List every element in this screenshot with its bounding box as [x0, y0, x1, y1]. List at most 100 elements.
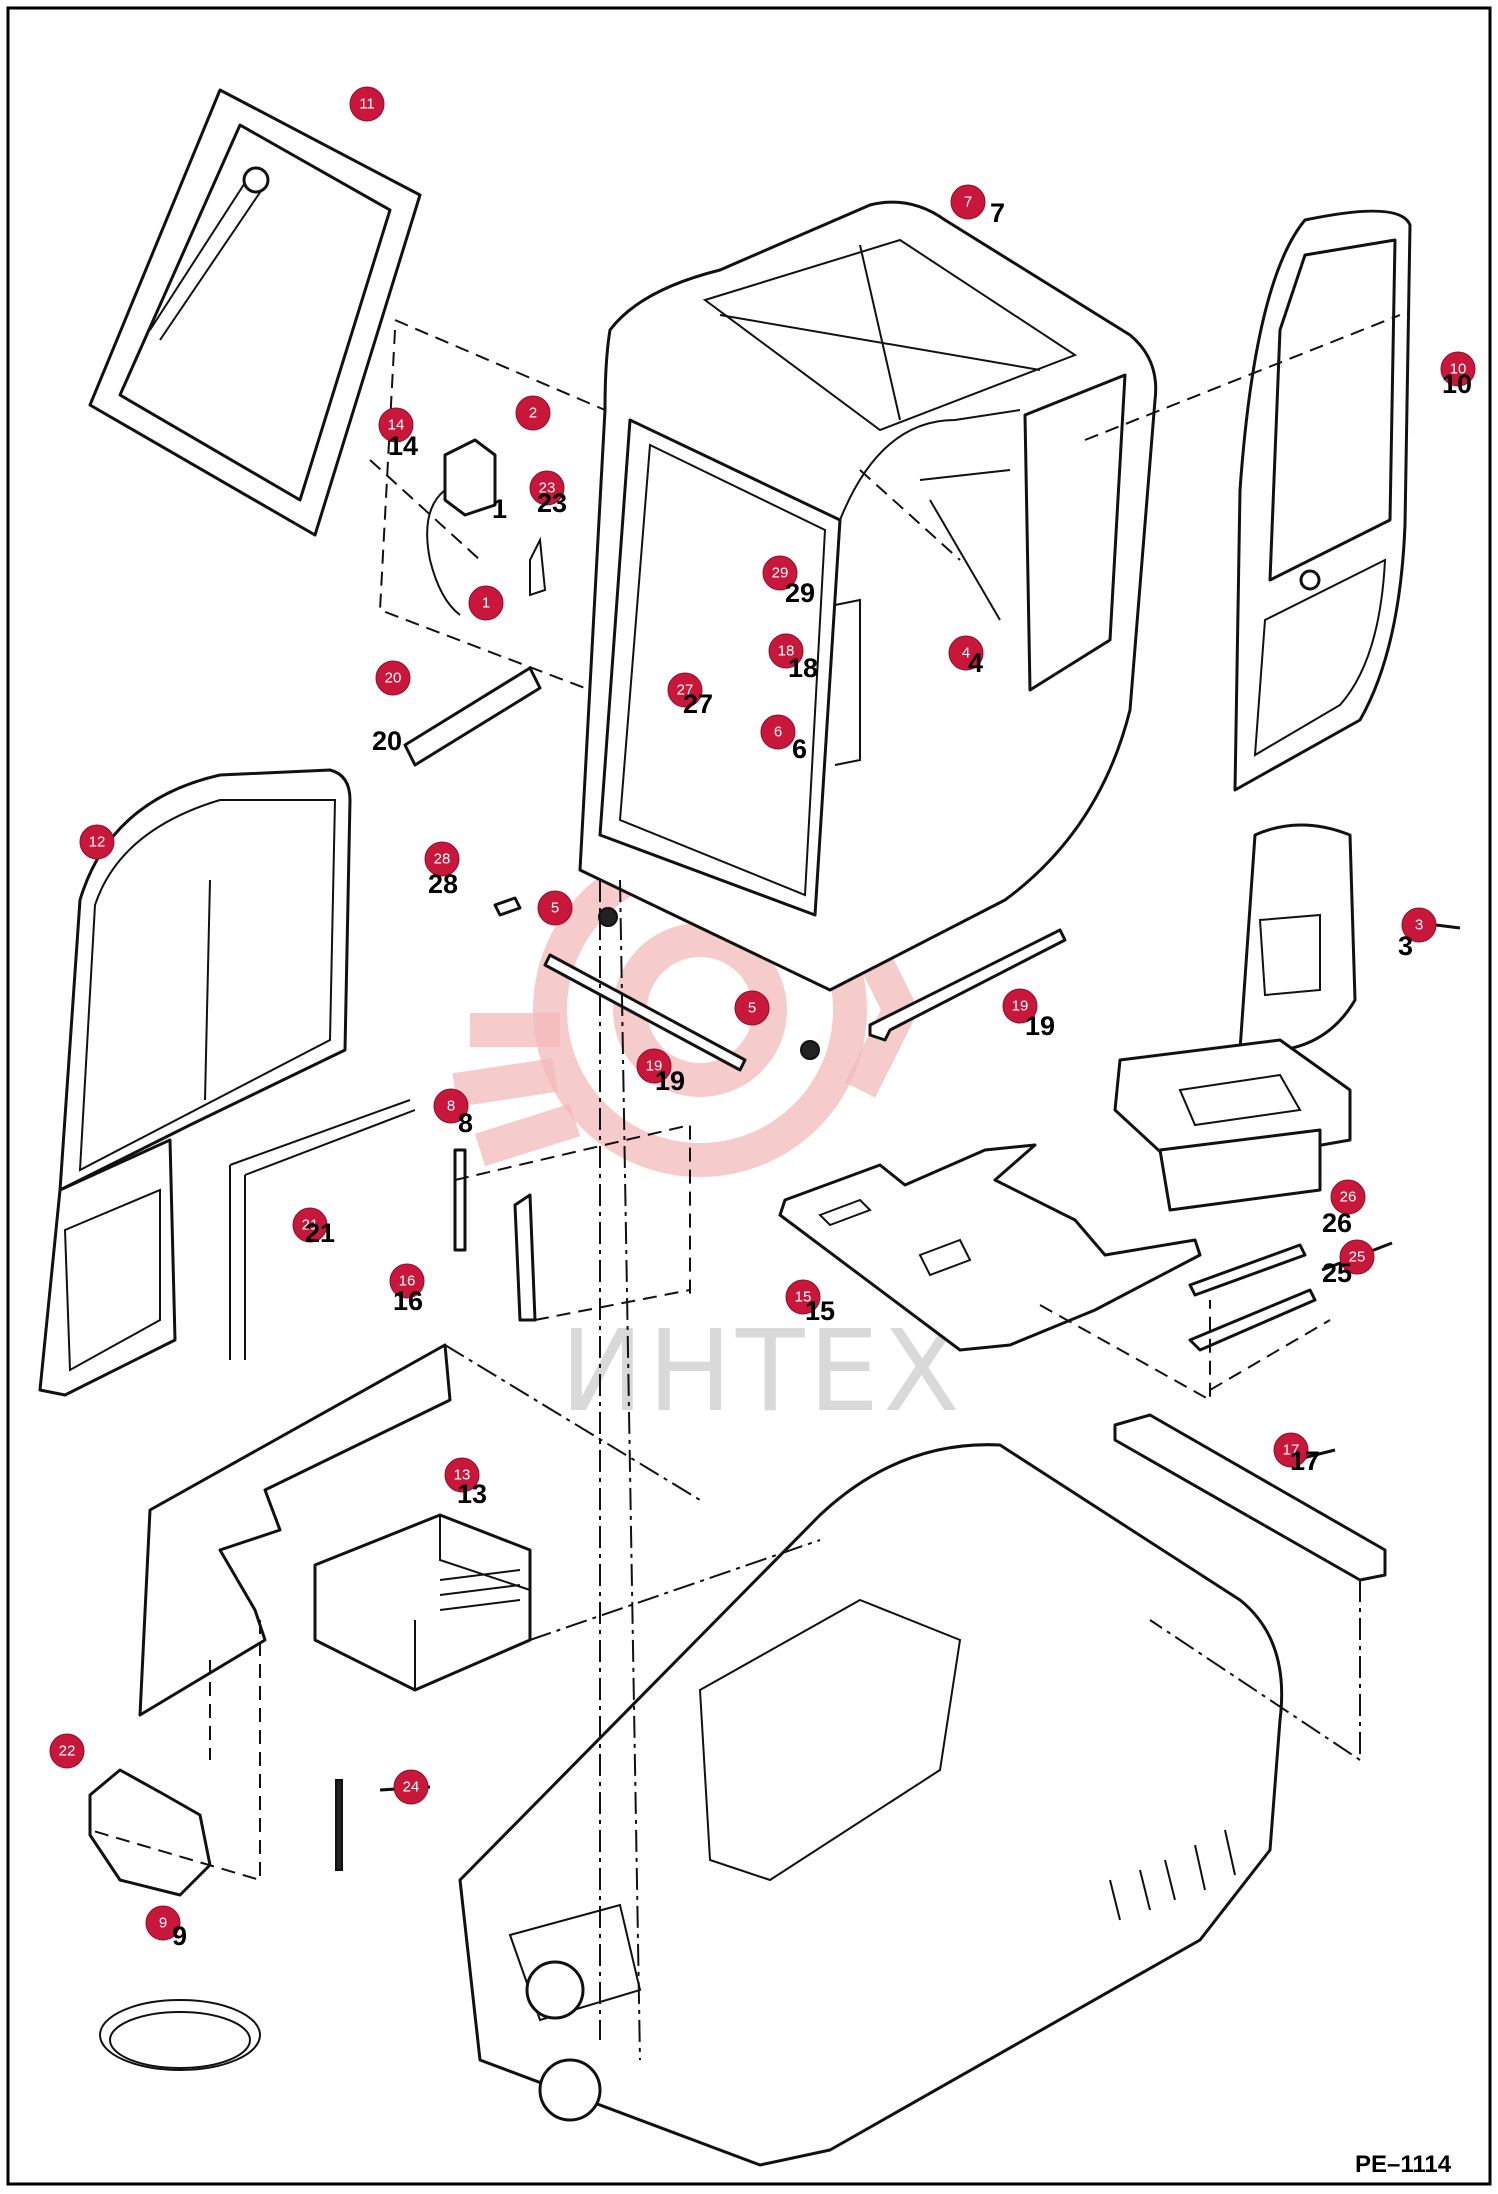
callout-label: 24 — [403, 1779, 420, 1796]
callout-marker — [433, 1088, 469, 1124]
callout-marker — [393, 1769, 429, 1805]
callout-label: 3 — [1415, 917, 1423, 934]
floor-mat — [778, 1143, 1202, 1352]
printed-number-16: 16 — [393, 1286, 423, 1316]
callout-3: 3 — [1401, 907, 1437, 943]
callout-12: 12 — [79, 824, 115, 860]
callout-label: 13 — [454, 1467, 471, 1484]
callout-label: 2 — [529, 405, 537, 422]
side-window — [38, 768, 352, 1397]
callout-25: 25 — [1339, 1239, 1375, 1275]
callout-marker — [785, 1279, 821, 1315]
callout-marker — [145, 1905, 181, 1941]
watermark-text: ИНТЕХ — [560, 1307, 964, 1437]
callout-label: 21 — [302, 1217, 319, 1234]
printed-number-3: 3 — [1398, 931, 1413, 961]
callout-label: 29 — [772, 565, 789, 582]
callout-marker — [375, 660, 411, 696]
callout-label: 6 — [774, 724, 782, 741]
callout-marker — [349, 86, 385, 122]
callout-label: 23 — [539, 480, 556, 497]
callout-5: 5 — [734, 990, 770, 1026]
callout-marker — [389, 1263, 425, 1299]
callout-marker — [667, 672, 703, 708]
vent-cover-22 — [88, 1768, 212, 1897]
callout-label: 22 — [59, 1743, 76, 1760]
callout-17: 17 — [1273, 1432, 1309, 1468]
printed-number-6: 6 — [792, 734, 807, 764]
callout-6: 6 — [760, 714, 796, 750]
callout-marker — [1330, 1179, 1366, 1215]
callout-19: 19 — [1002, 988, 1038, 1024]
callout-label: 27 — [677, 682, 694, 699]
seal-strip-19a — [543, 953, 747, 1072]
printed-number-29: 29 — [785, 578, 815, 608]
printed-number-13: 13 — [457, 1479, 487, 1509]
callout-15: 15 — [785, 1279, 821, 1315]
printed-number-19: 19 — [655, 1066, 685, 1096]
callout-marker — [734, 990, 770, 1026]
callout-13: 13 — [444, 1457, 480, 1493]
operator-seat — [1113, 823, 1357, 1212]
printed-number-18: 18 — [788, 653, 818, 683]
callout-label: 7 — [964, 194, 972, 211]
printed-number-19: 19 — [1025, 1011, 1055, 1041]
callout-29: 29 — [762, 555, 798, 591]
drawing-code: PE–1114 — [1355, 2151, 1452, 2178]
callout-label: 14 — [388, 417, 405, 434]
printed-number-8: 8 — [458, 1108, 473, 1138]
callout-label: 26 — [1340, 1189, 1357, 1206]
printed-number-4: 4 — [968, 648, 983, 678]
callout-label: 20 — [385, 670, 402, 687]
printed-number-15: 15 — [805, 1296, 835, 1326]
callout-marker — [760, 714, 796, 750]
callout-2: 2 — [515, 395, 551, 431]
callout-label: 19 — [1012, 998, 1029, 1015]
spacer-28 — [493, 896, 522, 917]
callout-4: 4 — [948, 635, 984, 671]
grommet-5a — [598, 907, 618, 927]
callout-label: 17 — [1283, 1442, 1300, 1459]
callout-marker — [950, 184, 986, 220]
callout-28: 28 — [424, 841, 460, 877]
callout-label: 5 — [748, 1000, 756, 1017]
switch-box — [426, 438, 547, 616]
printed-number-21: 21 — [305, 1218, 335, 1248]
hose-coil-9b — [109, 2011, 251, 2069]
printed-number-14: 14 — [388, 431, 418, 461]
side-panel — [138, 1343, 452, 1717]
callout-marker — [636, 1048, 672, 1084]
printed-number-7: 7 — [990, 198, 1005, 228]
callout-19: 19 — [636, 1048, 672, 1084]
printed-number-26: 26 — [1322, 1208, 1352, 1238]
callout-21: 21 — [292, 1207, 328, 1243]
cab-body — [578, 200, 1158, 992]
printed-number-27: 27 — [683, 689, 713, 719]
callout-label: 11 — [359, 96, 375, 113]
callout-marker — [292, 1207, 328, 1243]
callout-marker — [1440, 351, 1476, 387]
callout-8: 8 — [433, 1088, 469, 1124]
callout-marker — [529, 470, 565, 506]
callout-7: 7 — [950, 184, 986, 220]
support-bar-17 — [1113, 1413, 1387, 1582]
callout-label: 19 — [646, 1058, 663, 1075]
callout-label: 5 — [551, 900, 559, 917]
heater-unit — [313, 1513, 532, 1692]
callout-marker — [1273, 1432, 1309, 1468]
callout-marker — [762, 555, 798, 591]
callout-label: 12 — [89, 834, 106, 851]
callout-23: 23 — [529, 470, 565, 506]
callout-1: 1 — [468, 585, 504, 621]
callout-label: 10 — [1450, 361, 1467, 378]
printed-number-9: 9 — [172, 1921, 187, 1951]
leader-line — [1435, 923, 1461, 930]
cab-door — [1233, 209, 1412, 792]
callout-10: 10 — [1440, 351, 1476, 387]
windshield-frame — [88, 88, 422, 537]
floor-mat-cutouts — [818, 1198, 972, 1277]
drawing-frame — [6, 6, 1492, 2186]
upperstructure-frame — [458, 1443, 1284, 2167]
